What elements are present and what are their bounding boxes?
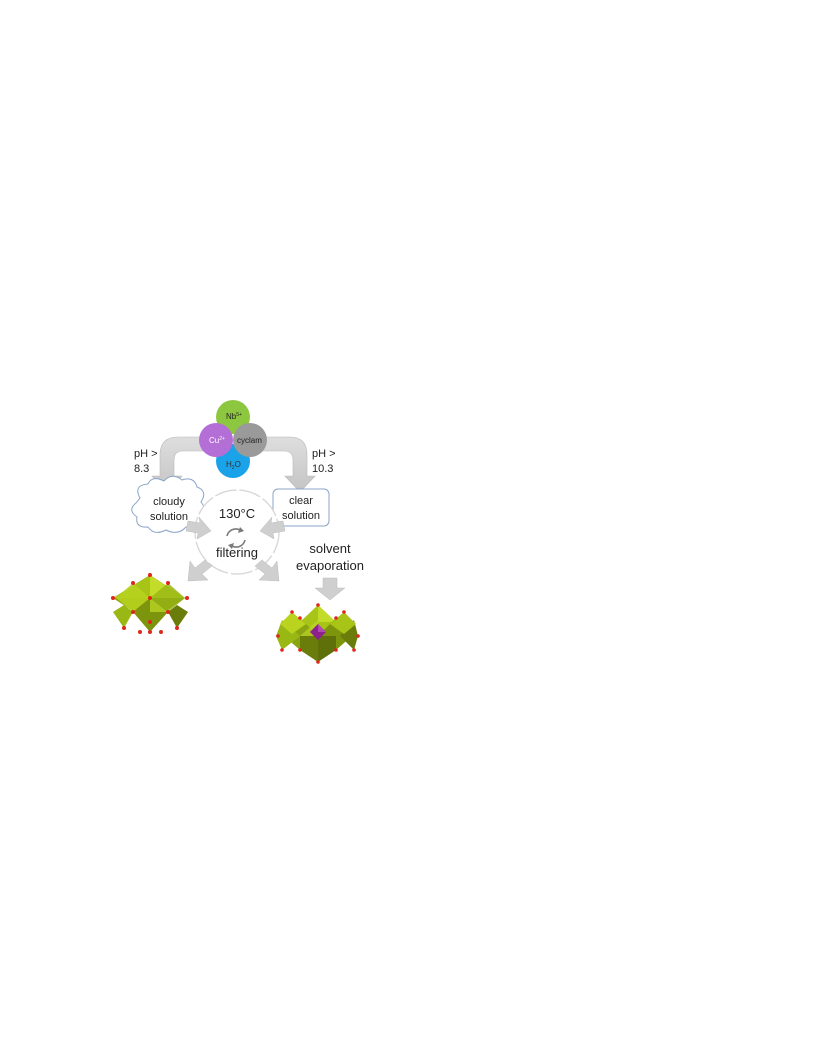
oxygen-atom xyxy=(276,634,280,638)
solvent-label: solvent xyxy=(309,541,351,556)
arrow-box-to-circle xyxy=(259,516,286,540)
oxygen-atom xyxy=(185,596,189,600)
arrow-circle-to-right-step xyxy=(254,559,280,582)
filtering-label: filtering xyxy=(216,545,258,560)
temperature-label: 130°C xyxy=(219,506,255,521)
oxygen-atom xyxy=(138,630,142,634)
arrow-down-to-right-product xyxy=(314,577,346,601)
oxygen-atom xyxy=(148,630,152,634)
clear-label-line2: solution xyxy=(282,510,320,522)
cloudy-label-line2: solution xyxy=(150,511,188,523)
oxygen-atom xyxy=(290,610,294,614)
arrow-cloud-to-circle xyxy=(185,516,212,540)
clear-solution-box: clear solution xyxy=(272,488,330,527)
cyclam-label: cyclam xyxy=(237,436,262,445)
oxygen-atom xyxy=(356,634,360,638)
oxygen-atom xyxy=(316,660,320,664)
oxygen-atom xyxy=(166,610,170,614)
oxygen-atom xyxy=(131,581,135,585)
oxygen-atom xyxy=(352,648,356,652)
arrow-circle-to-left-product xyxy=(187,559,213,582)
right-ph-label-line2: 10.3 xyxy=(312,463,333,475)
reagent-cluster: Nb5+ Cu2+ cyclam H2O xyxy=(199,400,267,478)
oxygen-atom xyxy=(334,648,338,652)
evaporation-label: evaporation xyxy=(296,558,364,573)
cloudy-label-line1: cloudy xyxy=(153,496,185,508)
oxygen-atom xyxy=(122,626,126,630)
oxygen-atom xyxy=(298,616,302,620)
cyclam-circle xyxy=(233,423,267,457)
oxygen-atom xyxy=(175,626,179,630)
oxygen-atom xyxy=(148,573,152,577)
left-ph-label-line1: pH > xyxy=(134,448,158,460)
oxygen-atom xyxy=(111,596,115,600)
clear-label-line1: clear xyxy=(289,495,313,507)
cu-label: Cu2+ xyxy=(209,436,225,445)
oxygen-atom xyxy=(148,620,152,624)
oxygen-atom xyxy=(342,610,346,614)
left-product-cluster xyxy=(111,573,189,634)
oxygen-atom xyxy=(316,603,320,607)
oxygen-atom xyxy=(148,596,152,600)
oxygen-atom xyxy=(334,616,338,620)
left-ph-label-line2: 8.3 xyxy=(134,463,149,475)
cloudy-solution-cloud: cloudy solution xyxy=(131,475,205,533)
water-label: H2O xyxy=(226,460,241,471)
oxygen-atom xyxy=(159,630,163,634)
oxygen-atom xyxy=(280,648,284,652)
oxygen-atom xyxy=(166,581,170,585)
right-product-cluster xyxy=(276,603,360,664)
right-ph-label-line1: pH > xyxy=(312,448,336,460)
oxygen-atom xyxy=(298,648,302,652)
recycle-arrows-icon xyxy=(226,527,246,549)
nb-label: Nb5+ xyxy=(226,412,242,421)
right-bent-arrow xyxy=(261,436,316,493)
cu-circle xyxy=(199,423,233,457)
oxygen-atom xyxy=(131,610,135,614)
